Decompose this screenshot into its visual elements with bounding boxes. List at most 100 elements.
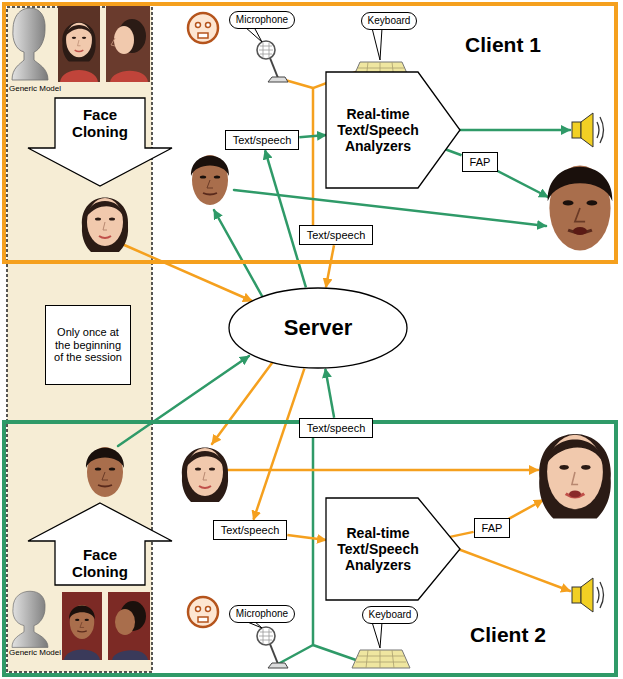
note-text: Only once at the beginning of the sessio… xyxy=(50,326,126,364)
arrow-outline xyxy=(326,498,460,600)
text-area: Server xyxy=(228,287,408,369)
flow-arrow xyxy=(299,135,326,137)
server-ellipse: Server xyxy=(228,287,408,369)
arrow-outline xyxy=(28,503,172,585)
audio-arrow xyxy=(458,549,570,591)
speaker-icon xyxy=(572,578,604,612)
photo-profile xyxy=(115,609,135,635)
panel-heading: Client 1 xyxy=(465,33,541,57)
arrow-outline xyxy=(28,98,172,186)
callout-label: Microphone xyxy=(236,608,288,620)
generic-head xyxy=(12,8,48,80)
callout-tail xyxy=(245,27,262,42)
photo-front xyxy=(58,6,100,82)
photo-front xyxy=(58,6,100,82)
user-avatar xyxy=(188,597,218,627)
microphone-icon xyxy=(257,41,288,82)
flow-arrow xyxy=(265,150,306,287)
input-wire xyxy=(278,645,313,664)
client-panel: Client 1 Face Cloning Microphone KeyboardTe… xyxy=(2,2,618,264)
session-note: Only once at the beginning of the sessio… xyxy=(45,305,131,385)
flow-arrow xyxy=(287,535,326,540)
cloned-face xyxy=(191,155,229,205)
model-caption: Generic Model xyxy=(8,648,62,658)
face-cloning-arrow: Face Cloning xyxy=(28,503,172,585)
callout-label: Keyboard xyxy=(368,15,411,27)
download-arrow xyxy=(214,210,262,296)
flow-arrow xyxy=(325,369,334,418)
photo-profile xyxy=(108,592,150,660)
microphone-icon xyxy=(257,627,288,668)
box-label: FAP xyxy=(482,522,503,535)
photo-front xyxy=(62,592,102,660)
panel-heading: Client 2 xyxy=(470,623,546,647)
fap-box: FAP xyxy=(462,152,499,173)
arrow-label: Face Cloning xyxy=(60,106,140,141)
arrow-label: Real-time Text/Speech Analyzers xyxy=(330,106,426,154)
photo-profile xyxy=(108,592,150,660)
callout-tail xyxy=(372,28,382,60)
flow-arrow xyxy=(253,369,304,520)
open-mouth xyxy=(573,227,587,235)
text-area: Only once at the beginning of the sessio… xyxy=(46,306,130,384)
client-panel: Client 2Face CloningText/speechReal-time… xyxy=(2,420,618,677)
face-cloning-arrow: Face Cloning xyxy=(28,98,172,186)
arrow-label: Real-time Text/Speech Analyzers xyxy=(330,525,426,573)
device-callout: Keyboard xyxy=(362,606,419,624)
arrow-label: Face Cloning xyxy=(60,546,140,581)
photo-front xyxy=(62,22,95,61)
text-area: Keyboard xyxy=(369,609,412,621)
arrow-outline xyxy=(326,72,460,188)
text-speech-box: Text/speech xyxy=(213,520,288,541)
download-arrow xyxy=(212,363,272,444)
flow-arrow xyxy=(446,149,462,155)
upload-arrow xyxy=(122,244,252,301)
animated-face xyxy=(548,166,613,251)
flow-arrow xyxy=(326,245,334,287)
model-arrow xyxy=(228,469,538,472)
text-area: Face Cloning xyxy=(60,541,140,585)
text-area: Text/speech xyxy=(307,422,366,435)
analyzer-arrow: Real-time Text/Speech Analyzers xyxy=(326,498,460,600)
photo-profile xyxy=(106,6,150,82)
text-speech-box: Text/speech xyxy=(299,225,374,246)
callout-label: Microphone xyxy=(236,14,288,26)
text-area: Client 2 xyxy=(451,618,565,652)
text-area: Text/speech xyxy=(233,134,292,147)
photo-profile xyxy=(112,650,148,660)
text-area: Text/speech xyxy=(307,229,366,242)
user-avatar xyxy=(188,13,218,43)
cloned-face xyxy=(86,447,124,497)
text-area: Text/speech xyxy=(221,524,280,537)
cloned-face xyxy=(82,198,128,253)
box-label: Text/speech xyxy=(307,422,366,435)
text-area: Face Cloning xyxy=(60,98,140,148)
audio-arrow xyxy=(458,129,570,132)
data-flow-lines xyxy=(118,72,570,664)
text-area: Microphone xyxy=(236,608,288,620)
box-label: Text/speech xyxy=(221,524,280,537)
photo-profile xyxy=(111,38,115,46)
photo-front xyxy=(60,70,98,82)
device-callout: Keyboard xyxy=(361,12,418,30)
keyboard-icon xyxy=(352,650,410,668)
text-area: Real-time Text/Speech Analyzers xyxy=(330,498,426,600)
photo-front xyxy=(62,592,102,660)
text-area: Keyboard xyxy=(368,15,411,27)
model-arrow xyxy=(234,190,546,226)
photo-front xyxy=(69,605,95,639)
server-label: Server xyxy=(284,315,353,340)
text-speech-box: Text/speech xyxy=(225,130,300,151)
device-callout: Microphone xyxy=(229,11,295,29)
upload-arrow xyxy=(118,356,249,446)
analyzer-arrow: Real-time Text/Speech Analyzers xyxy=(326,72,460,188)
fap-box: FAP xyxy=(474,518,511,539)
cloned-face xyxy=(182,448,228,503)
text-area: Client 1 xyxy=(446,28,560,62)
callout-label: Keyboard xyxy=(369,609,412,621)
animated-face xyxy=(539,434,611,518)
box-label: FAP xyxy=(470,156,491,169)
flow-arrow xyxy=(450,532,474,537)
text-speech-box: Text/speech xyxy=(299,418,374,439)
